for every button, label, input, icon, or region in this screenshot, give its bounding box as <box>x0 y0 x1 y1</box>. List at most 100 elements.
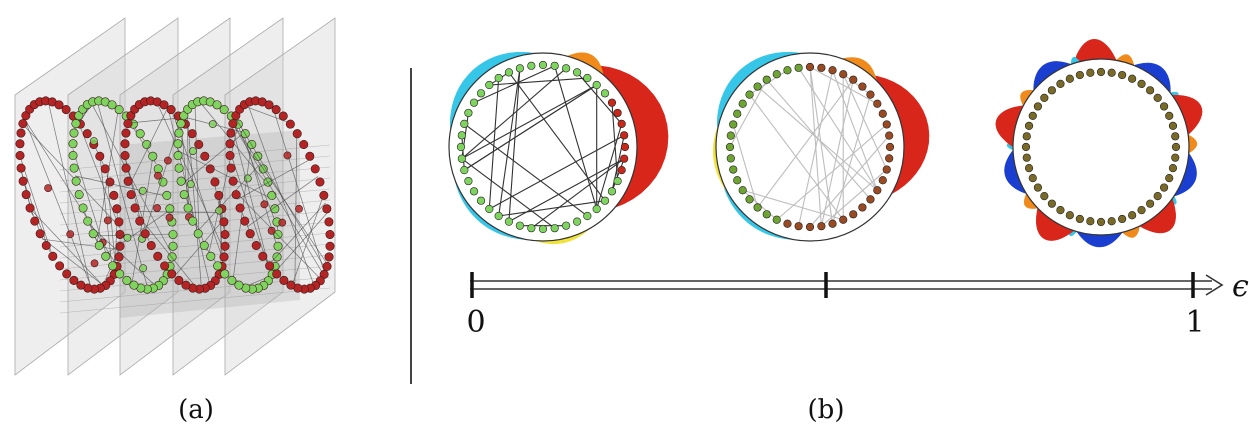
ring-node <box>88 229 98 239</box>
ring-edge <box>291 194 325 286</box>
ring-node <box>109 190 119 200</box>
network-node <box>538 224 548 234</box>
network-node <box>1159 183 1169 192</box>
ring-node <box>167 269 177 279</box>
ring-node <box>272 252 282 262</box>
network-edge <box>531 158 625 229</box>
network-node <box>457 154 466 163</box>
network-node <box>1107 217 1116 226</box>
ring-node <box>228 176 238 186</box>
ring-node <box>152 97 162 107</box>
ring-node <box>168 229 178 239</box>
ring-node <box>136 283 146 293</box>
ring-node <box>78 203 88 213</box>
ring-edge <box>104 209 171 256</box>
ring-node <box>225 139 235 149</box>
ring-node <box>30 216 40 226</box>
network-edge <box>809 66 822 227</box>
network-edge <box>576 72 623 125</box>
ring-node <box>68 151 78 161</box>
network-node <box>607 187 617 196</box>
network-node <box>849 210 858 219</box>
ring-node <box>160 261 170 271</box>
network-node <box>562 221 571 230</box>
network-node <box>1171 132 1180 141</box>
ring-node <box>74 190 84 200</box>
outer-circle <box>448 52 638 242</box>
network-node <box>1047 86 1056 95</box>
ring-edge <box>72 149 109 260</box>
layer-ring <box>68 96 178 294</box>
network-node <box>729 120 738 129</box>
network-edge <box>809 66 878 105</box>
network-edge <box>842 74 888 170</box>
ring-node <box>83 283 93 293</box>
ring-node <box>114 105 124 115</box>
ring-node <box>292 129 302 139</box>
ring-edge <box>128 107 169 187</box>
network-node <box>783 219 792 228</box>
ring-edge <box>173 219 224 277</box>
ring-node <box>21 190 31 200</box>
network-node <box>1024 121 1034 130</box>
network-edge <box>488 77 500 210</box>
ring-node <box>279 275 289 285</box>
ring-edge <box>194 102 200 236</box>
network-node <box>1137 205 1146 215</box>
network-edge <box>820 79 854 227</box>
ring-node <box>123 176 133 186</box>
ring-node <box>146 241 156 251</box>
ring-node <box>135 129 145 139</box>
interior-node <box>66 230 75 239</box>
network-node <box>839 215 848 224</box>
network-node <box>738 99 747 108</box>
network-node <box>583 73 592 83</box>
ring-node <box>272 269 282 279</box>
axis-arrowhead <box>1205 274 1224 296</box>
layer-node-rings <box>15 96 335 294</box>
interior-node <box>278 218 287 227</box>
network-edge <box>832 94 871 224</box>
ring-edge <box>42 238 120 251</box>
ring-node <box>228 119 238 129</box>
network-node <box>1118 70 1127 80</box>
ring-edge <box>137 214 198 290</box>
ring-node <box>193 229 203 239</box>
ring-node <box>325 229 335 239</box>
network-node <box>882 165 891 174</box>
ring-edge <box>75 175 168 197</box>
ring-node <box>319 269 329 279</box>
ring-node <box>220 241 230 251</box>
network-node <box>469 187 479 196</box>
network-node <box>1040 192 1049 201</box>
network-node <box>1165 111 1174 120</box>
network-node <box>572 68 582 77</box>
network-node <box>753 82 762 91</box>
network-node <box>600 89 610 98</box>
network-node <box>1086 217 1095 226</box>
network-edge <box>611 102 619 182</box>
network-node <box>772 70 781 79</box>
ring-node <box>69 128 79 138</box>
network-node <box>817 222 826 231</box>
interior-node <box>188 147 197 156</box>
ring-edge <box>19 156 53 256</box>
ring-node <box>241 283 251 293</box>
ring-node <box>148 151 158 161</box>
network-node <box>485 204 494 214</box>
ring-node <box>188 283 198 293</box>
network-node <box>1024 164 1034 173</box>
ring-node <box>273 241 283 251</box>
snapshot-epsilon-mid <box>713 51 930 242</box>
interior-node <box>103 216 112 225</box>
network-node <box>873 186 882 195</box>
network-node <box>885 142 895 152</box>
outer-circle <box>1012 58 1190 236</box>
ring-edge <box>188 128 202 290</box>
ring-node <box>322 261 332 271</box>
ring-edge <box>124 158 150 241</box>
ring-node <box>122 275 132 285</box>
network-node <box>460 119 469 128</box>
ring-node <box>126 111 136 121</box>
